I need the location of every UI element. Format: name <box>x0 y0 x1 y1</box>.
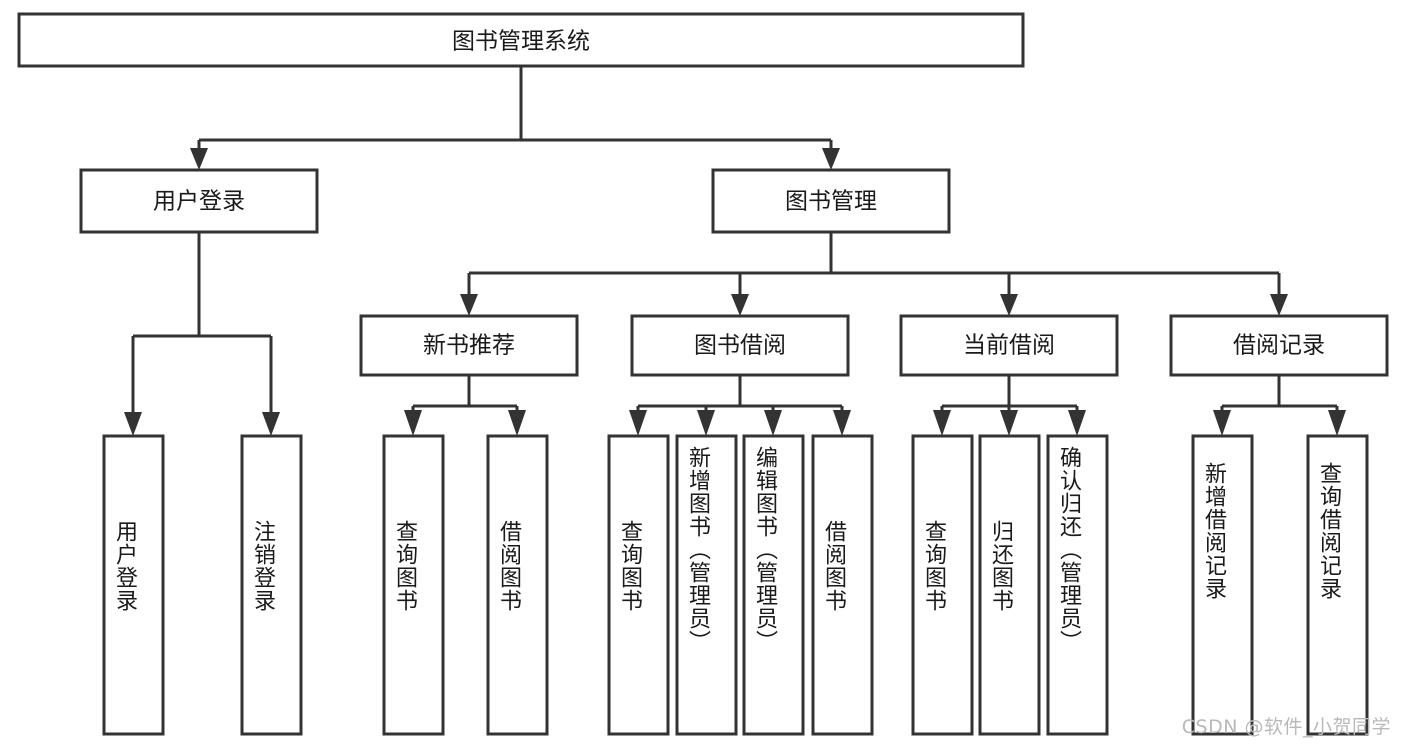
arrowhead-book-management <box>822 148 840 170</box>
node-current-borrow-box[interactable] <box>899 314 1119 377</box>
leaf-query-book-3-box[interactable] <box>911 434 974 736</box>
node-user-login-box[interactable] <box>79 168 319 234</box>
arrowhead-book-borrow <box>731 294 749 316</box>
node-book-management-label: 图书管理 <box>785 189 877 215</box>
arrowhead-leaf-query-book-3 <box>933 410 951 436</box>
arrowhead-leaf-query-book-2 <box>629 410 647 436</box>
leaf-query-record-box[interactable] <box>1306 434 1369 736</box>
arrowhead-leaf-user-login <box>124 412 142 436</box>
connector-current-borrow-to-leaves <box>933 375 1086 436</box>
leaf-query-book-1-box[interactable] <box>382 434 445 736</box>
node-root[interactable]: 图书管理系统 <box>17 12 1025 68</box>
arrowhead-current-borrow <box>1000 294 1018 316</box>
arrowhead-leaf-logout-login <box>262 412 280 436</box>
leaf-logout-login-box[interactable] <box>240 434 303 736</box>
node-borrow-record-box[interactable] <box>1169 314 1389 377</box>
node-book-borrow-label: 图书借阅 <box>694 333 786 359</box>
node-book-borrow-box[interactable] <box>630 314 850 377</box>
arrowhead-user-login <box>190 148 208 170</box>
node-user-login-label: 用户登录 <box>153 189 245 215</box>
leaf-edit-book-box[interactable] <box>742 434 805 736</box>
csdn-watermark: CSDN @软件_小贺同学 <box>1181 716 1391 738</box>
arrowhead-leaf-query-book-1 <box>404 410 422 436</box>
leaf-return-book-box[interactable] <box>978 434 1041 736</box>
node-borrow-record[interactable]: 借阅记录 <box>1169 314 1389 377</box>
connector-borrow-record-to-leaves <box>1213 375 1346 436</box>
connector-book-borrow-to-leaves <box>629 375 851 436</box>
arrowhead-leaf-edit-book <box>764 410 782 436</box>
leaf-user-login-box[interactable] <box>102 434 165 736</box>
node-new-book-recommend-label: 新书推荐 <box>423 333 515 359</box>
connector-book-management-to-level3 <box>460 232 1288 316</box>
node-book-management[interactable]: 图书管理 <box>711 168 951 234</box>
leaf-add-book-box[interactable] <box>675 434 738 736</box>
node-borrow-record-label: 借阅记录 <box>1233 333 1325 359</box>
arrowhead-borrow-record <box>1270 294 1288 316</box>
leaf-borrow-book-2-box[interactable] <box>811 434 874 736</box>
node-new-book-recommend-box[interactable] <box>359 314 579 377</box>
node-new-book-recommend[interactable]: 新书推荐 <box>359 314 579 377</box>
leaf-add-record-box[interactable] <box>1191 434 1254 736</box>
node-current-borrow[interactable]: 当前借阅 <box>899 314 1119 377</box>
arrowhead-leaf-return-book <box>1000 410 1018 436</box>
arrowhead-leaf-borrow-book-1 <box>508 410 526 436</box>
leaf-boxes <box>102 434 1369 736</box>
arrowhead-leaf-borrow-book-2 <box>833 410 851 436</box>
connector-root-to-level2 <box>190 67 840 170</box>
leaf-query-book-2-box[interactable] <box>607 434 670 736</box>
node-root-label: 图书管理系统 <box>452 29 590 55</box>
node-root-box[interactable] <box>17 12 1025 68</box>
node-book-borrow[interactable]: 图书借阅 <box>630 314 850 377</box>
arrowhead-leaf-confirm-return <box>1068 410 1086 436</box>
node-user-login[interactable]: 用户登录 <box>79 168 319 234</box>
connector-new-book-recommend-to-leaves <box>404 375 526 436</box>
leaf-confirm-return-box[interactable] <box>1046 434 1109 736</box>
arrowhead-leaf-query-record <box>1328 410 1346 436</box>
connector-user-login-to-leaves <box>124 232 280 436</box>
leaf-borrow-book-1-box[interactable] <box>486 434 549 736</box>
arrowhead-leaf-add-record <box>1213 410 1231 436</box>
arrowhead-new-book-recommend <box>460 294 478 316</box>
node-current-borrow-label: 当前借阅 <box>963 333 1055 359</box>
node-book-management-box[interactable] <box>711 168 951 234</box>
arrowhead-leaf-add-book <box>697 410 715 436</box>
